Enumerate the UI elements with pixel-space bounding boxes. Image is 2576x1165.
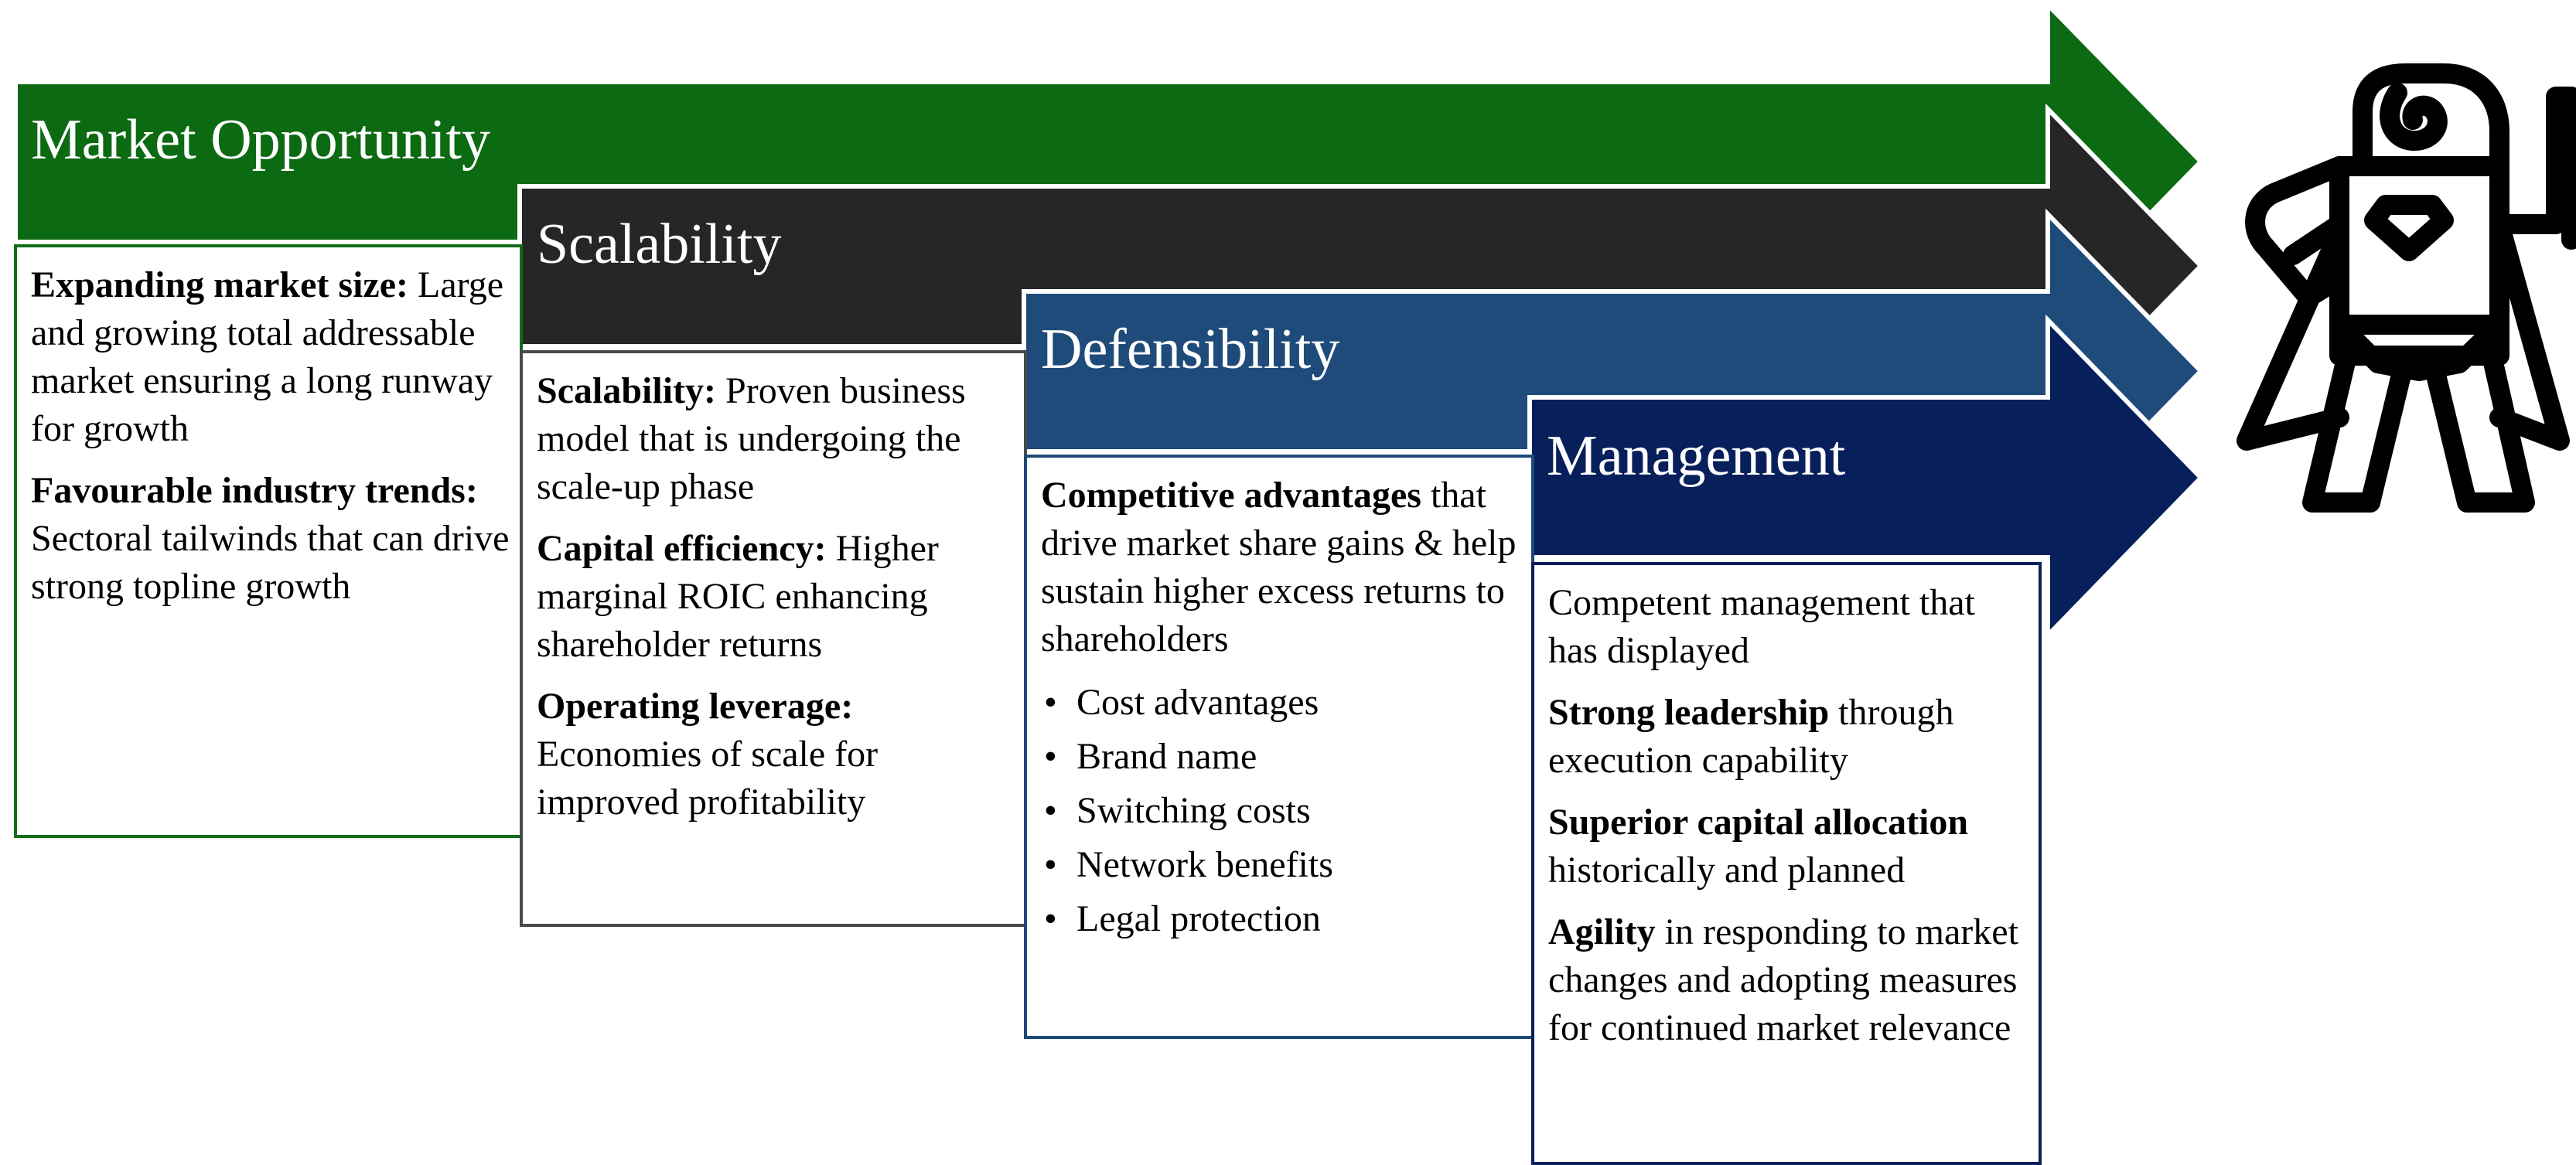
agility-paragraph: Agility in responding to market changes … [1548,908,2031,1052]
defensibility-box: Competitive advantages that drive market… [1024,455,1534,1039]
list-item: Legal protection [1041,892,1523,946]
scalability-paragraph: Scalability: Proven business model that … [537,367,1016,511]
competitive-advantages-paragraph: Competitive advantages that drive market… [1041,472,1523,663]
list-item: Network benefits [1041,838,1523,892]
scalability-heading: Scalability: [537,370,717,411]
agility-heading: Agility [1548,911,1656,952]
list-item: Switching costs [1041,784,1523,838]
scalability-box: Scalability: Proven business model that … [520,350,1027,927]
operating-leverage-paragraph: Operating leverage: Economies of scale f… [537,683,1016,826]
capital-efficiency-heading: Capital efficiency: [537,528,827,569]
arrow-title-market-opportunity: Market Opportunity [31,108,490,172]
market-size-heading: Expanding market size: [31,264,409,305]
strong-leadership-body: through execution capability [1548,692,1954,781]
advantages-list: Cost advantages Brand name Switching cos… [1041,676,1523,946]
capital-allocation-paragraph: Superior capital allocation historically… [1548,799,2031,894]
capital-efficiency-body: Higher marginal ROIC enhancing sharehold… [537,528,939,665]
agility-body: in responding to market changes and adop… [1548,911,2018,1048]
industry-trends-paragraph: Favourable industry trends: Sectoral tai… [31,467,512,611]
market-size-paragraph: Expanding market size: Large and growing… [31,261,512,453]
arrow-title-management: Management [1547,424,1846,488]
arrow-management [1527,314,2205,642]
industry-trends-heading: Favourable industry trends: [31,470,478,511]
competitive-advantages-body: that drive market share gains & help sus… [1041,475,1517,659]
capital-allocation-body: historically and planned [1548,850,1906,891]
strong-leadership-paragraph: Strong leadership through execution capa… [1548,689,2031,785]
capital-allocation-heading: Superior capital allocation [1548,802,1969,843]
management-box: Competent management that has displayed … [1531,562,2042,1165]
market-opportunity-box: Expanding market size: Large and growing… [14,244,523,838]
operating-leverage-heading: Operating leverage: [537,686,854,727]
management-intro: Competent management that has displayed [1548,582,1975,671]
defensibility-text: Competitive advantages that drive market… [1041,472,1523,946]
arrow-title-defensibility: Defensibility [1041,318,1339,381]
market-opportunity-text: Expanding market size: Large and growing… [31,261,512,625]
competitive-advantages-heading: Competitive advantages [1041,475,1421,516]
list-item: Cost advantages [1041,676,1523,730]
strong-leadership-heading: Strong leadership [1548,692,1830,733]
market-size-text: Large and growing total addressable mark… [31,264,504,449]
management-text: Competent management that has displayed … [1548,579,2031,1066]
operating-leverage-body: Economies of scale for improved profitab… [537,734,879,823]
list-item: Brand name [1041,730,1523,784]
industry-trends-text: Sectoral tailwinds that can drive strong… [31,518,510,607]
capital-efficiency-paragraph: Capital efficiency: Higher marginal ROIC… [537,525,1016,669]
scalability-text: Scalability: Proven business model that … [537,367,1016,840]
scalability-body: Proven business model that is undergoing… [537,370,966,507]
arrow-title-scalability: Scalability [537,213,782,276]
superhero-icon [2237,63,2576,513]
